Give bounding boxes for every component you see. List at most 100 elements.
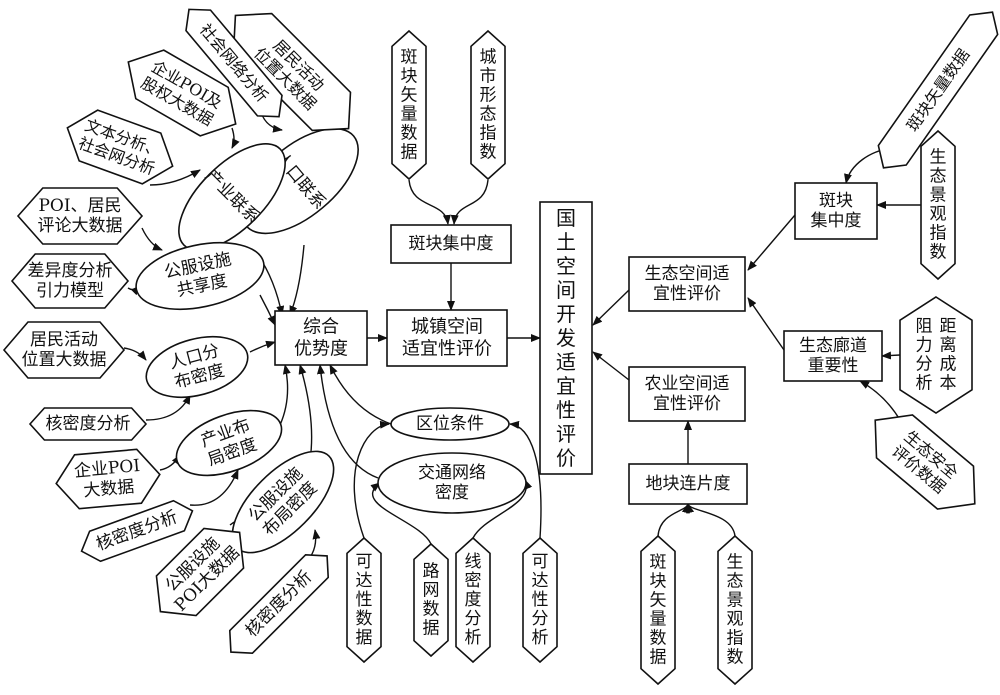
node-shape-srcPubPOI: [155, 527, 245, 617]
node-shape-srcResistance: [899, 296, 973, 414]
node-shape-indLink: [178, 143, 286, 251]
svg-text:态: 态: [727, 571, 744, 591]
svg-text:地块连片度: 地块连片度: [646, 474, 731, 494]
node-indLink: 产业联系: [178, 143, 286, 251]
svg-text:分: 分: [916, 355, 933, 375]
svg-text:土: 土: [556, 230, 576, 254]
svg-text:数: 数: [930, 243, 947, 263]
node-shape-srcEntEq: [127, 49, 237, 137]
svg-text:生态空间适: 生态空间适: [645, 264, 730, 284]
svg-text:量: 量: [650, 610, 667, 630]
svg-text:据: 据: [650, 648, 667, 668]
svg-text:POI、居民: POI、居民: [38, 196, 121, 216]
svg-text:离: 离: [940, 335, 957, 355]
node-shape-srcAccess2: [522, 536, 558, 664]
svg-text:据: 据: [423, 619, 440, 639]
svg-text:态: 态: [930, 166, 947, 186]
edge-trafficNet-to-compAdv: [316, 364, 379, 479]
svg-text:位置大数据: 位置大数据: [22, 350, 107, 370]
node-shape-pubShare: [135, 242, 265, 310]
svg-text:密度: 密度: [435, 483, 469, 503]
svg-text:宜性评价: 宜性评价: [653, 284, 721, 304]
svg-text:本: 本: [940, 374, 957, 394]
node-srcPatchVec1: 斑块矢量数据: [391, 29, 427, 181]
svg-text:斑: 斑: [401, 47, 418, 67]
edge-srcPatchVec1-to-patchConcUrban: [408, 179, 451, 225]
node-shape-srcEcoLand2: [920, 129, 956, 281]
svg-text:距: 距: [940, 316, 957, 336]
svg-text:核密度分析: 核密度分析: [46, 414, 131, 434]
edge-srcResistance-to-ecoCorridor: [881, 351, 901, 360]
svg-text:观: 观: [727, 610, 744, 630]
edge-srcKernel2-to-indDensity: [189, 469, 239, 506]
svg-text:块: 块: [401, 66, 418, 86]
node-shape-popDensity: [145, 335, 249, 399]
svg-text:国: 国: [556, 206, 576, 230]
svg-text:综合: 综合: [303, 317, 339, 338]
svg-text:块: 块: [650, 571, 667, 591]
svg-text:达: 达: [356, 571, 373, 591]
edge-ecoCorridor-to-ecoSpace: [747, 297, 785, 351]
svg-text:斑块矢量数据: 斑块矢量数据: [903, 45, 974, 135]
edge-srcEntEq-to-indLink: [231, 127, 240, 149]
svg-text:阻: 阻: [916, 316, 933, 336]
edge-pubDensity-to-compAdv: [298, 364, 313, 461]
svg-text:密: 密: [465, 571, 482, 591]
svg-text:生: 生: [930, 147, 947, 167]
svg-text:发: 发: [556, 326, 576, 350]
svg-text:生: 生: [727, 552, 744, 572]
svg-text:宜性评价: 宜性评价: [653, 394, 721, 414]
edge-srcSocial-to-popLink: [261, 114, 283, 133]
svg-text:评论大数据: 评论大数据: [38, 216, 123, 236]
svg-text:可: 可: [356, 552, 373, 572]
edge-ecoSpace-to-territory: [592, 289, 630, 326]
edge-popDensity-to-compAdv: [249, 340, 276, 353]
edge-pubShare-to-compAdv: [259, 294, 276, 326]
svg-text:间: 间: [556, 278, 576, 302]
svg-text:适: 适: [556, 350, 576, 374]
node-shape-landCont: [628, 463, 748, 505]
node-shape-srcDiff: [10, 253, 130, 309]
svg-text:城镇空间: 城镇空间: [411, 317, 483, 338]
svg-text:线: 线: [465, 552, 482, 572]
svg-text:景: 景: [930, 185, 947, 205]
node-patchConcEco: 斑块集中度: [794, 182, 878, 240]
node-shape-trafficNet: [377, 452, 527, 514]
svg-text:据: 据: [401, 143, 418, 163]
svg-text:观: 观: [930, 205, 947, 225]
edge-srcText-to-indLink: [149, 169, 201, 186]
svg-text:度: 度: [465, 590, 482, 610]
node-shape-srcPatchVec3: [877, 11, 999, 169]
svg-text:性: 性: [532, 590, 549, 610]
svg-text:宜: 宜: [556, 374, 576, 398]
svg-text:农业空间适: 农业空间适: [645, 374, 730, 394]
svg-text:优势度: 优势度: [294, 338, 348, 359]
svg-text:差异度分析: 差异度分析: [28, 261, 113, 281]
svg-text:态: 态: [480, 105, 497, 125]
edge-srcAccess1-to-location: [353, 420, 390, 539]
edge-srcEcoLand1-to-landCont: [686, 503, 736, 537]
svg-text:分: 分: [532, 609, 549, 629]
node-shape-srcResLoc: [2, 321, 126, 379]
svg-text:斑块: 斑块: [819, 191, 853, 211]
svg-text:数: 数: [727, 648, 744, 668]
svg-text:居民活动: 居民活动: [30, 330, 98, 350]
node-shape-srcPOIReview: [16, 187, 144, 245]
node-shape-srcKernel3: [228, 553, 330, 655]
edge-location-to-compAdv: [329, 364, 392, 425]
node-shape-ecoSpace: [628, 256, 746, 312]
edge-indDensity-to-compAdv: [279, 364, 291, 426]
